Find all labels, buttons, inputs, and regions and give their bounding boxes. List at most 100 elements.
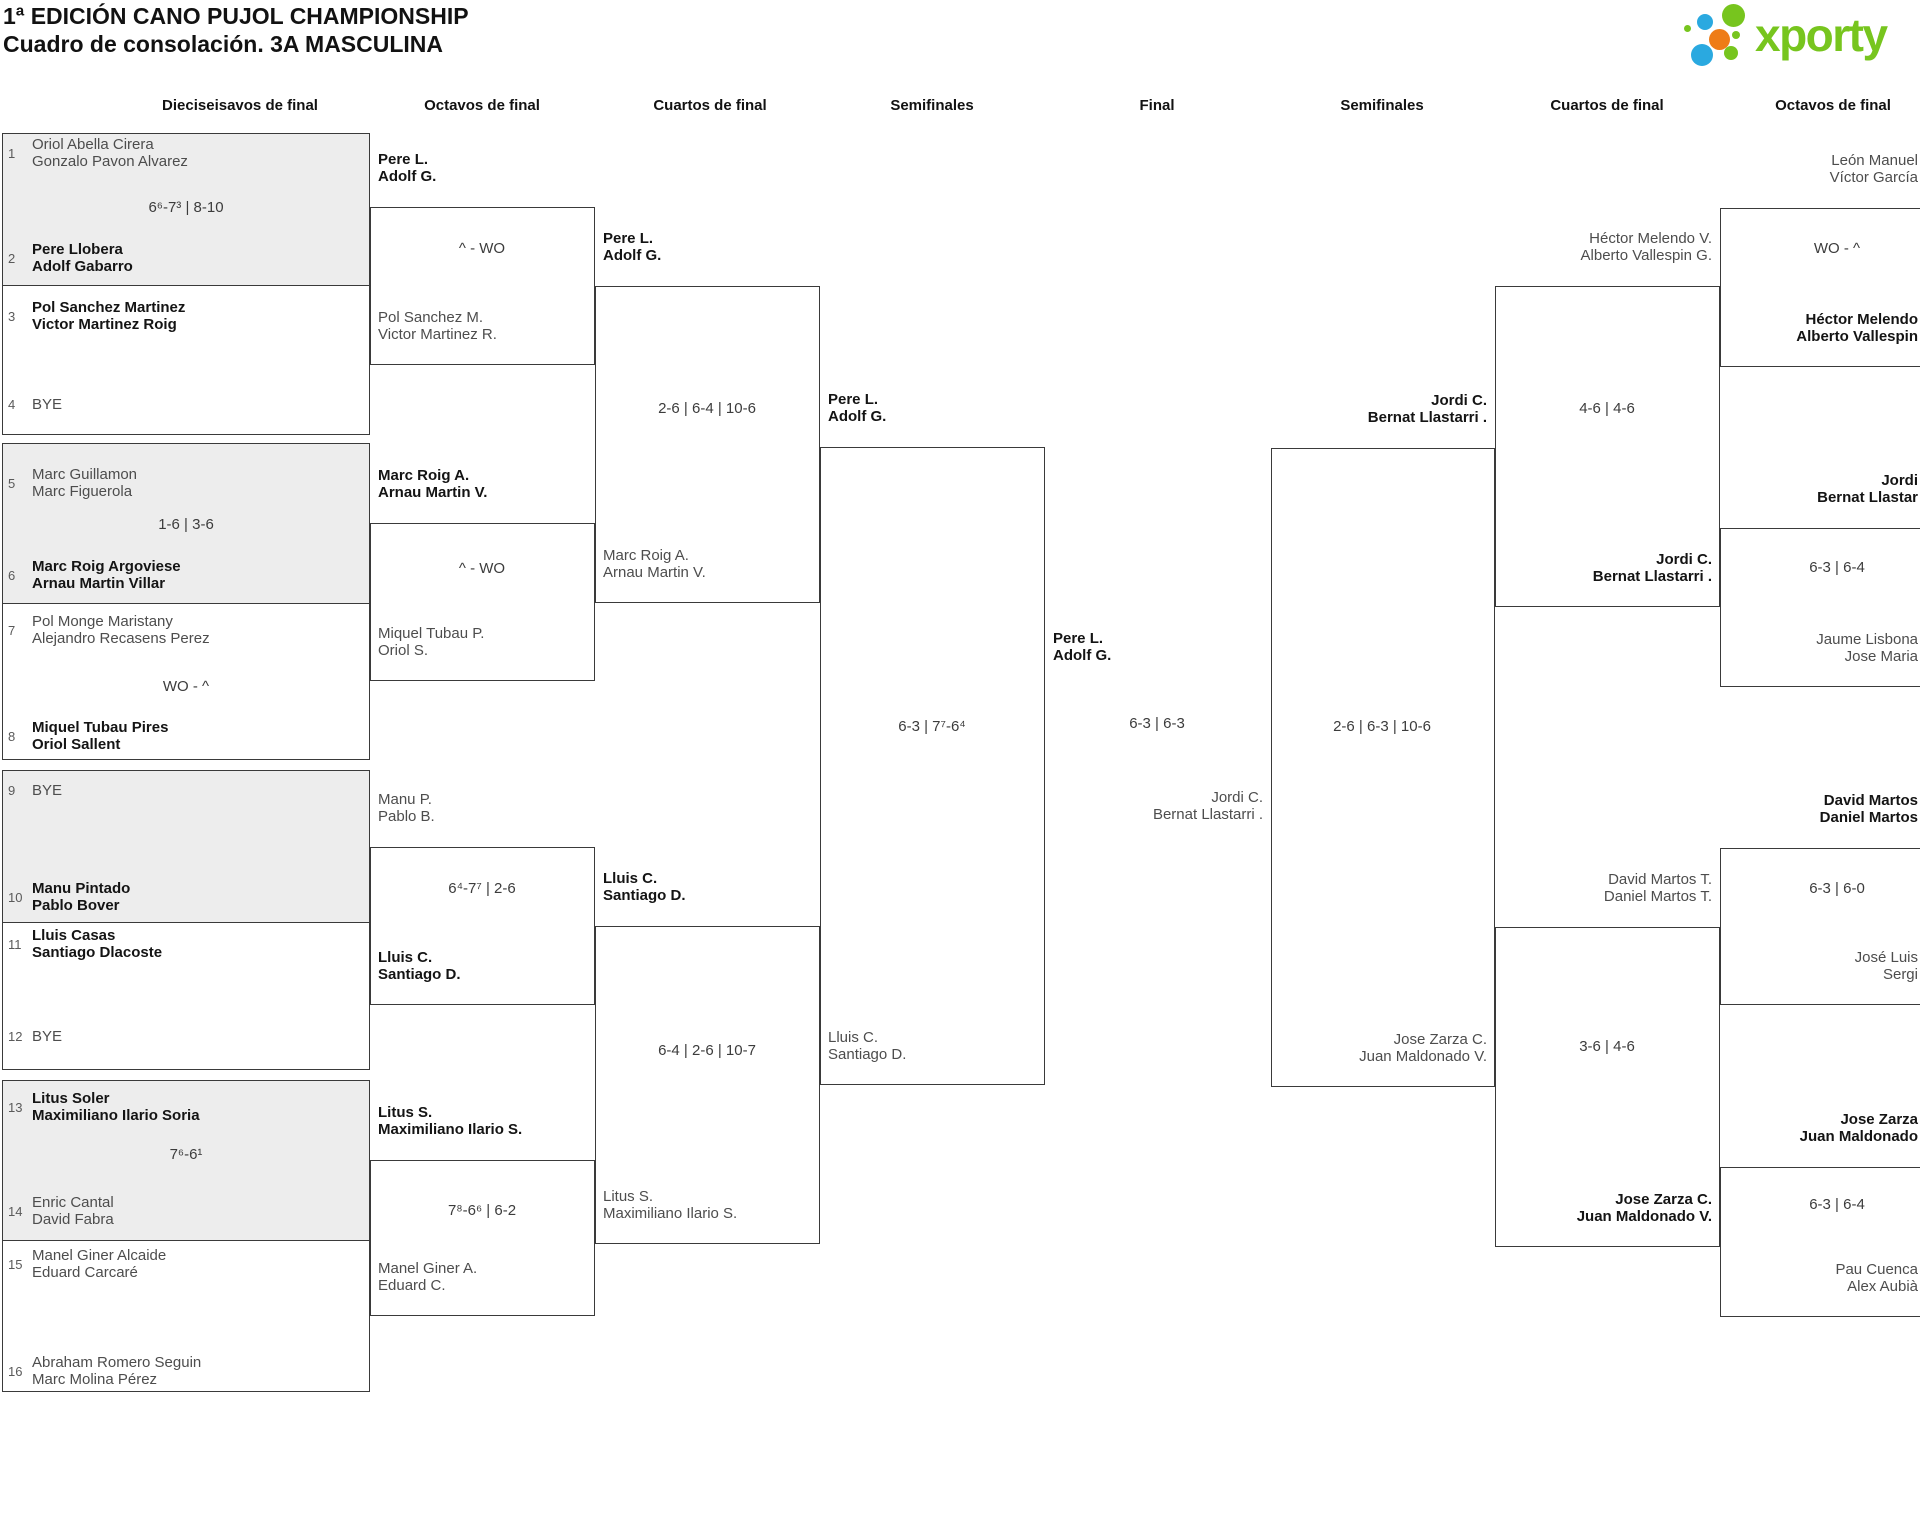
match-box-r16-3: [1720, 848, 1920, 1005]
team-label[interactable]: Marc Roig A.Arnau Martin V.: [378, 467, 488, 501]
team-label[interactable]: Pere L.Adolf G.: [828, 391, 887, 425]
player-name: Abraham Romero Seguin: [32, 1354, 202, 1371]
match-score: 1-6 | 3-6: [158, 516, 214, 533]
player-name: Pol Sanchez Martinez: [32, 299, 186, 316]
team-label[interactable]: Jordi C.Bernat Llastarri .: [1592, 551, 1712, 585]
team-label[interactable]: Marc Roig A.Arnau Martin V.: [603, 547, 706, 581]
match-box-l16-2: [370, 523, 595, 681]
team-label[interactable]: Jose Zarza C.Juan Maldonado V.: [1576, 1191, 1712, 1225]
player-name: BYE: [32, 396, 63, 413]
match-box-rqf-2: [1495, 927, 1720, 1247]
seed-number: 6: [8, 567, 16, 583]
team-label[interactable]: Jordi C.Bernat Llastarri .: [1367, 392, 1487, 426]
team-label-final-winner[interactable]: Pere L.Adolf G.: [1053, 630, 1112, 664]
seed-number: 3: [8, 308, 16, 324]
team-label[interactable]: Jose Zarza C.Juan Maldonado V.: [1359, 1031, 1487, 1065]
player-name: Pere Llobera: [32, 241, 123, 258]
match-score: ^ - WO: [458, 560, 506, 577]
player-name: Pablo Bover: [32, 897, 120, 914]
r32-group-4-shaded: [3, 1081, 369, 1241]
match-score: 7⁶-6¹: [169, 1146, 203, 1163]
r32-group-2: [2, 443, 370, 760]
team-label[interactable]: Litus S.Maximiliano Ilario S.: [378, 1104, 523, 1138]
logo-dot-blue-small: [1697, 14, 1713, 30]
player-name: Marc Guillamon: [32, 466, 138, 483]
round-header-final: Final: [1139, 97, 1175, 114]
team-label[interactable]: Héctor Melendo V.Alberto Vallespin G.: [1580, 230, 1712, 264]
team-label[interactable]: Manu P.Pablo B.: [378, 791, 435, 825]
xporty-logo[interactable]: xporty: [1680, 0, 1920, 78]
team-label[interactable]: Pol Sanchez M.Victor Martinez R.: [378, 309, 497, 343]
player-name: Maximiliano Ilario Soria: [32, 1107, 200, 1124]
round-header-l16: Octavos de final: [424, 97, 540, 114]
player-name: Marc Figuerola: [32, 483, 133, 500]
player-name: Manu Pintado: [32, 880, 131, 897]
r32-group-4: [2, 1080, 370, 1392]
match-score: 7⁸-6⁶ | 6-2: [447, 1202, 517, 1219]
match-box-rsf: [1271, 448, 1495, 1087]
player-name: Santiago Dlacoste: [32, 944, 163, 961]
player-name: Adolf Gabarro: [32, 258, 133, 275]
team-label[interactable]: Pere L.Adolf G.: [378, 151, 437, 185]
team-label[interactable]: Miquel Tubau P.Oriol S.: [378, 625, 485, 659]
seed-number: 2: [8, 250, 16, 266]
team-entry-4[interactable]: 4 BYE: [8, 396, 62, 413]
round-header-r32: Dieciseisavos de final: [162, 97, 318, 114]
match-box-r16-2: [1720, 528, 1920, 687]
player-name: Enric Cantal: [32, 1194, 114, 1211]
player-name: BYE: [32, 1028, 63, 1045]
player-name: Litus Soler: [32, 1090, 110, 1107]
seed-number: 4: [8, 397, 16, 412]
match-score: 6-4 | 2-6 | 10-7: [658, 1042, 756, 1059]
team-label[interactable]: David Martos T.Daniel Martos T.: [1603, 871, 1712, 905]
match-score: 6-3 | 6-0: [1809, 880, 1865, 897]
match-score: WO - ^: [162, 678, 210, 695]
round-header-lqf: Cuartos de final: [653, 97, 767, 114]
match-box-lqf-2: [595, 926, 820, 1244]
team-label[interactable]: Manel Giner A.Eduard C.: [378, 1260, 478, 1294]
player-name: Miquel Tubau Pires: [32, 719, 169, 736]
seed-number: 1: [8, 145, 16, 161]
team-label[interactable]: Litus S.Maximiliano Ilario S.: [603, 1188, 738, 1222]
seed-number: 10: [8, 889, 23, 905]
team-label[interactable]: Lluis C.Santiago D.: [828, 1029, 907, 1063]
player-name: Manel Giner Alcaide: [32, 1247, 167, 1264]
seed-number: 16: [8, 1363, 23, 1379]
player-name: Marc Molina Pérez: [32, 1371, 158, 1388]
team-label[interactable]: Lluis C.Santiago D.: [378, 949, 461, 983]
team-label-final-runnerup[interactable]: Jordi C.Bernat Llastarri .: [1152, 789, 1263, 823]
player-name: BYE: [32, 782, 63, 799]
team-label[interactable]: Lluis C.Santiago D.: [603, 870, 686, 904]
match-box-r16-1: [1720, 208, 1920, 367]
match-score: 6-3 | 7⁷-6⁴: [898, 718, 966, 735]
seed-number: 5: [8, 475, 16, 491]
match-score: ^ - WO: [458, 240, 506, 257]
match-score: 2-6 | 6-4 | 10-6: [658, 400, 756, 417]
team-label[interactable]: Pere L.Adolf G.: [603, 230, 662, 264]
page-subtitle: Cuadro de consolación. 3A MASCULINA: [3, 31, 444, 57]
r32-group-1: [2, 133, 370, 435]
